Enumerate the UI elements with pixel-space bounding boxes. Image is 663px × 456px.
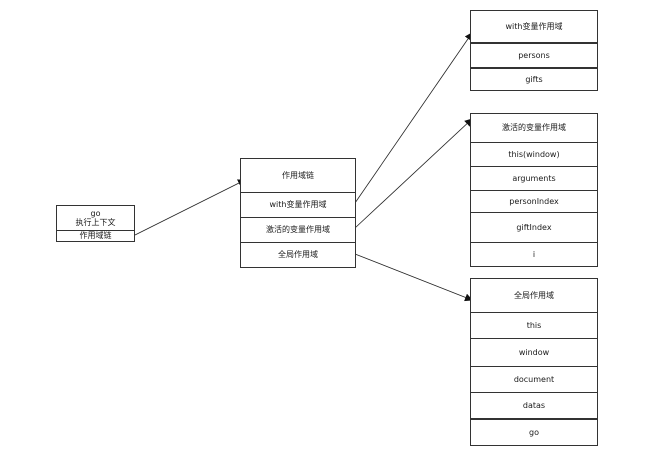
context-label: 执行上下文 <box>75 217 116 227</box>
context-scope-chain-cell: 作用域链 <box>57 230 134 241</box>
activation-scope-var-giftindex: giftIndex <box>471 212 597 242</box>
global-scope-var-this: this <box>471 312 597 338</box>
global-scope-box: 全局作用域 this window document datas go <box>470 278 598 446</box>
global-scope-title: 全局作用域 <box>514 290 554 300</box>
global-scope-var-go: go <box>471 418 597 445</box>
global-scope-var-document: document <box>471 366 597 392</box>
global-scope-var-datas: datas <box>471 392 597 418</box>
arrow-context-to-scope-chain <box>134 179 246 236</box>
activation-scope-var-i: i <box>471 242 597 266</box>
activation-scope-var-personindex: personIndex <box>471 190 597 212</box>
activation-scope-box: 激活的变量作用域 this(window) arguments personIn… <box>470 113 598 267</box>
scope-chain-title: 作用域链 <box>282 170 314 180</box>
arrow-with-to-with-scope <box>354 32 473 204</box>
with-scope-title: with变量作用域 <box>505 21 563 31</box>
scope-chain-item-activation: 激活的变量作用域 <box>241 217 355 242</box>
context-name: go <box>90 208 101 218</box>
scope-chain-item-with: with变量作用域 <box>241 192 355 217</box>
arrow-activation-to-activation-scope <box>354 118 473 229</box>
scope-chain-box: 作用域链 with变量作用域 激活的变量作用域 全局作用域 <box>240 158 356 268</box>
scope-chain-item-global: 全局作用域 <box>241 242 355 267</box>
activation-scope-var-arguments: arguments <box>471 166 597 190</box>
activation-scope-var-this: this(window) <box>471 142 597 166</box>
global-scope-var-window: window <box>471 338 597 366</box>
arrow-global-to-global-scope <box>354 253 473 302</box>
activation-scope-title: 激活的变量作用域 <box>502 123 566 132</box>
with-scope-box: with变量作用域 persons gifts <box>470 10 598 91</box>
with-scope-var-persons: persons <box>471 42 597 67</box>
execution-context-box: go 执行上下文 作用域链 <box>56 205 135 242</box>
execution-context-header: go 执行上下文 <box>57 206 134 230</box>
with-scope-var-gifts: gifts <box>471 67 597 90</box>
